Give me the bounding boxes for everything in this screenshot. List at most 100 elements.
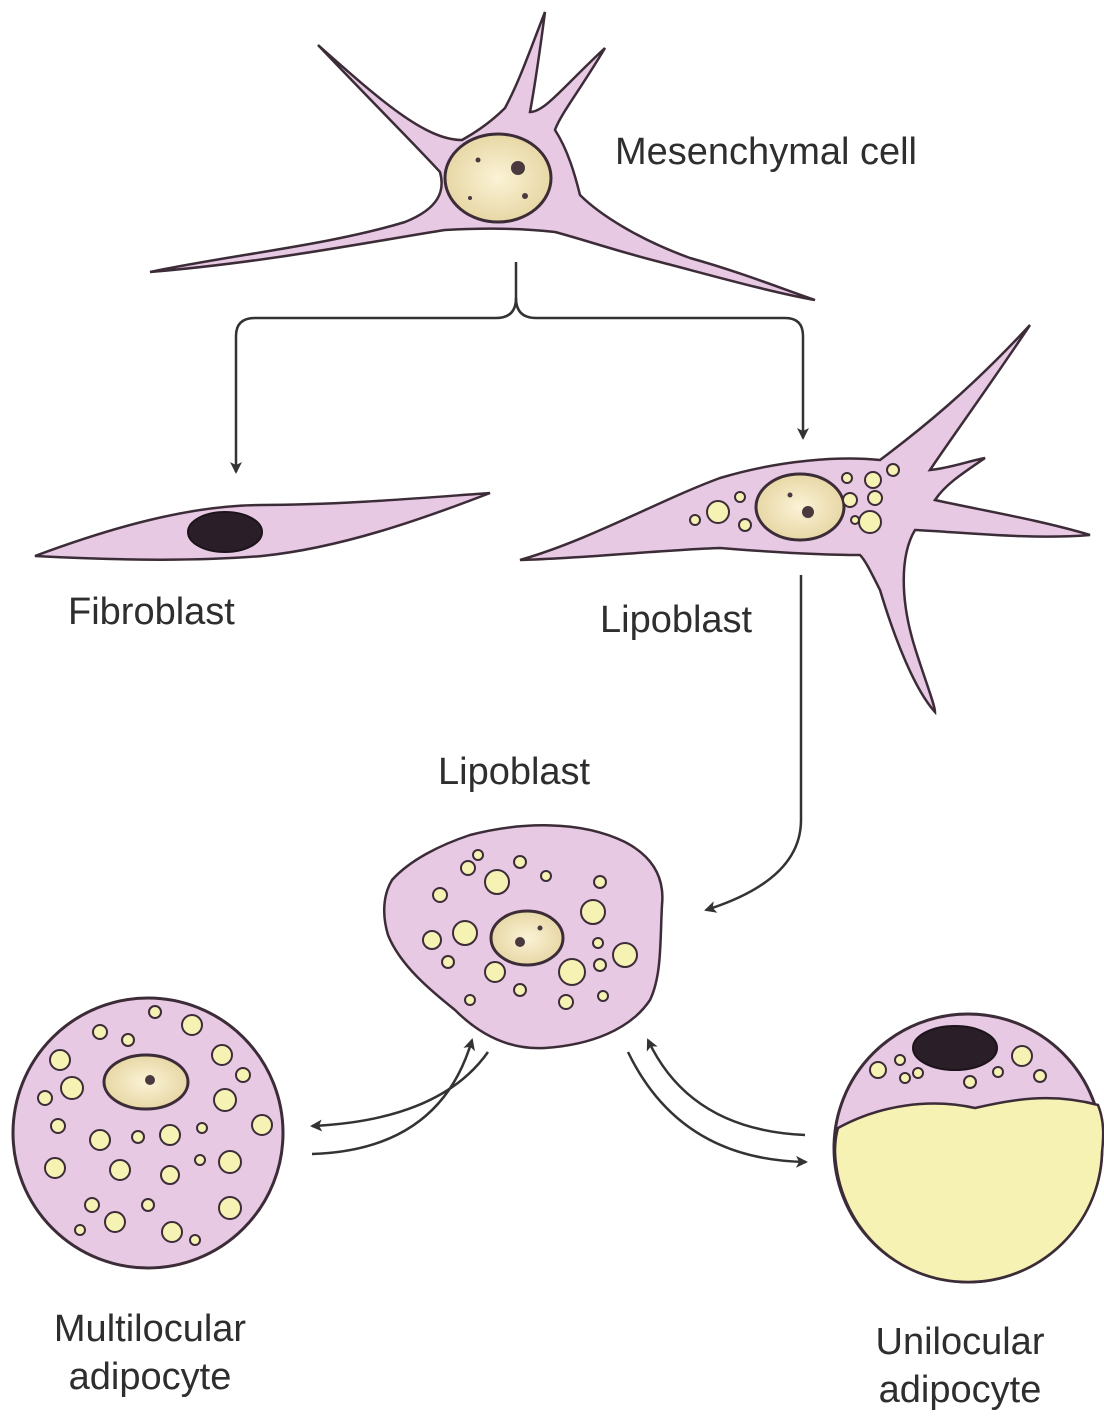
lipid-droplet	[843, 493, 857, 507]
lipoblast-elongated-label: Lipoblast	[600, 596, 752, 644]
lipid-droplet	[149, 1006, 161, 1018]
lipid-droplet	[105, 1212, 125, 1232]
lipoblast-elongated-nucleus	[756, 474, 844, 540]
unilocular-label-line2: adipocyte	[840, 1366, 1080, 1414]
lipid-droplet	[581, 900, 605, 924]
unilocular-adipocyte-label: Unilocular adipocyte	[840, 1318, 1080, 1414]
nucleolus	[802, 506, 814, 518]
lipid-droplet	[739, 519, 751, 531]
lipid-droplet	[598, 991, 608, 1001]
lipoblast-to-unilocular-arrow	[628, 1052, 806, 1162]
nucleolus	[145, 1075, 155, 1085]
nucleolus	[511, 161, 525, 175]
lipid-droplet	[735, 492, 745, 502]
lipid-droplet	[594, 876, 606, 888]
lipid-droplet	[161, 1166, 179, 1184]
lipid-droplet	[195, 1155, 205, 1165]
lipid-droplet	[75, 1225, 85, 1235]
unilocular-label-line1: Unilocular	[840, 1318, 1080, 1366]
lipid-droplet	[212, 1045, 232, 1065]
lipid-droplet	[461, 861, 475, 875]
lipoblast-rounded-cell	[384, 825, 662, 1048]
multilocular-label-line2: adipocyte	[20, 1353, 280, 1401]
lipid-droplet	[423, 931, 441, 949]
multilocular-adipocyte-label: Multilocular adipocyte	[20, 1305, 280, 1401]
lipid-droplet	[51, 1119, 65, 1133]
lipid-droplet	[900, 1073, 910, 1083]
lipid-droplet	[122, 1034, 134, 1046]
lipid-droplet	[1034, 1070, 1046, 1082]
chromatin-dot	[522, 193, 528, 199]
mesenchymal-to-lipoblast-arrow	[516, 298, 803, 438]
lipid-droplet	[110, 1160, 130, 1180]
lipid-droplet	[132, 1131, 144, 1143]
lipid-droplet	[93, 1025, 107, 1039]
lipid-droplet	[887, 464, 899, 476]
lipid-droplet	[859, 511, 881, 533]
multilocular-to-lipoblast-arrow	[312, 1040, 472, 1154]
lipid-droplet	[433, 888, 447, 902]
lipid-droplet	[190, 1235, 200, 1245]
lipid-droplet	[690, 515, 700, 525]
lipid-droplet	[485, 962, 505, 982]
unilocular-adipocyte-cell	[834, 1014, 1103, 1282]
lipid-droplet	[465, 995, 475, 1005]
lipid-droplet	[870, 1062, 886, 1078]
lipid-droplet	[559, 995, 573, 1009]
lipid-droplet	[559, 959, 585, 985]
lipid-droplet	[1012, 1046, 1032, 1066]
lipid-droplet	[252, 1115, 272, 1135]
mesenchymal-stem-line	[236, 262, 516, 472]
lipid-droplet	[442, 956, 454, 968]
unilocular-lipid-droplet	[835, 1098, 1103, 1282]
lipid-droplet	[236, 1068, 250, 1082]
nucleolus	[515, 937, 525, 947]
lipid-droplet	[541, 871, 551, 881]
lipid-droplet	[219, 1151, 241, 1173]
fibroblast-label: Fibroblast	[68, 588, 235, 636]
chromatin-dot	[468, 196, 472, 200]
lipid-droplet	[197, 1123, 207, 1133]
lipid-droplet	[514, 984, 526, 996]
lipid-droplet	[50, 1050, 70, 1070]
chromatin-dot	[538, 926, 543, 931]
lipoblast-rounded-nucleus	[491, 911, 563, 965]
lipid-droplet	[473, 850, 483, 860]
fibroblast-cell-body	[35, 493, 490, 560]
lipid-droplet	[45, 1158, 65, 1178]
lipid-droplet	[842, 473, 852, 483]
lipid-droplet	[865, 472, 881, 488]
lipid-droplet	[895, 1055, 905, 1065]
chromatin-dot	[476, 158, 481, 163]
lipid-droplet	[453, 921, 477, 945]
mesenchymal-cell-label: Mesenchymal cell	[615, 128, 917, 176]
lipid-droplet	[993, 1067, 1003, 1077]
lipid-droplet	[219, 1197, 241, 1219]
multilocular-label-line1: Multilocular	[20, 1305, 280, 1353]
lipid-droplet	[485, 870, 509, 894]
lipid-droplet	[90, 1130, 110, 1150]
multilocular-adipocyte-cell	[13, 998, 283, 1268]
lipid-droplet	[868, 491, 882, 505]
lipid-droplet	[514, 856, 526, 868]
lipid-droplet	[613, 943, 637, 967]
fibroblast-cell	[35, 493, 490, 560]
lipoblast-to-multilocular-arrow	[312, 1052, 488, 1126]
lipid-droplet	[964, 1076, 976, 1088]
lipid-droplet	[182, 1015, 202, 1035]
unilocular-nucleus	[913, 1026, 997, 1070]
lipid-droplet	[85, 1198, 99, 1212]
lipid-droplet	[594, 959, 606, 971]
fibroblast-nucleus	[188, 512, 262, 552]
lipid-droplet	[214, 1089, 236, 1111]
lipid-droplet	[38, 1091, 52, 1105]
chromatin-dot	[788, 493, 793, 498]
mesenchymal-nucleus	[445, 134, 551, 222]
lipid-droplet	[593, 938, 603, 948]
lipid-droplet	[707, 501, 729, 523]
lipoblast-rounded-label: Lipoblast	[438, 748, 590, 796]
lipid-droplet	[142, 1199, 154, 1211]
multilocular-cell-body	[13, 998, 283, 1268]
